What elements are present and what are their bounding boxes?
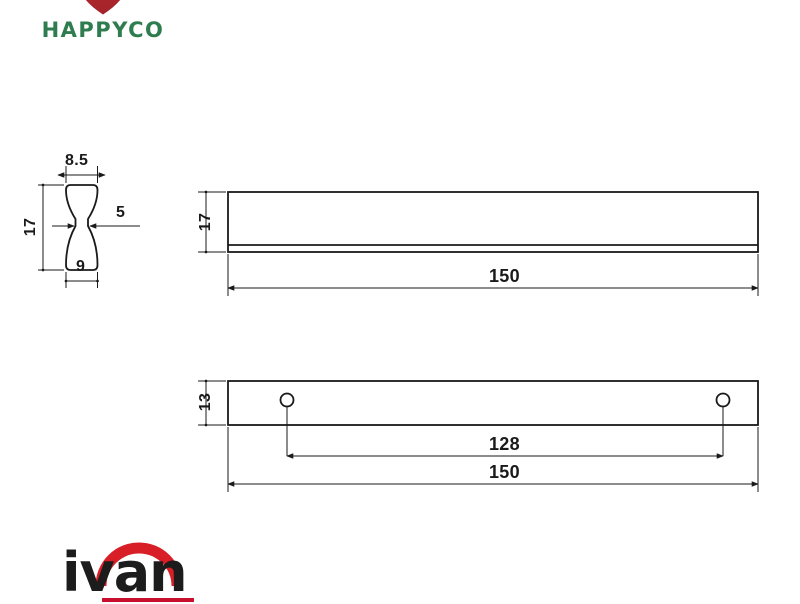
dim-label-cs-top-width: 8.5 <box>65 152 89 169</box>
plan-bar-outline <box>227 380 759 426</box>
ivan-logo: ivan <box>62 540 222 602</box>
dim-label-plan-holes: 128 <box>489 434 520 454</box>
ivan-wordmark: ivan <box>62 541 188 604</box>
dim-label-plan-length: 150 <box>489 462 520 482</box>
dim-label-cs-base: 9 <box>76 258 86 275</box>
mounting-hole-left <box>279 392 295 408</box>
happyco-logo: HAPPYCO <box>28 0 178 66</box>
cross-section-view <box>38 166 140 288</box>
mounting-hole-right <box>715 392 731 408</box>
side-elevation-view <box>198 190 759 296</box>
arc-icon <box>96 542 182 586</box>
plan-view <box>198 379 759 492</box>
dim-label-side-height: 17 <box>197 212 214 232</box>
happyco-wordmark: HAPPYCO <box>41 18 165 42</box>
side-bar-outline <box>227 191 759 253</box>
shield-badge-icon <box>82 0 124 18</box>
dim-label-plan-depth: 13 <box>197 392 214 412</box>
dim-label-cs-waist: 5 <box>116 204 126 221</box>
dim-label-cs-height: 17 <box>22 217 39 237</box>
dim-label-side-length: 150 <box>489 266 520 286</box>
ivan-underbar <box>102 598 194 602</box>
